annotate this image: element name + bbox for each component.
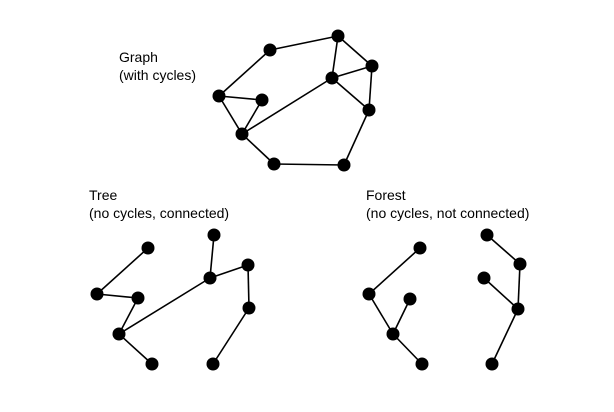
- graph-node-9: [267, 157, 281, 171]
- tree-node-9: [206, 357, 220, 371]
- graph-edge-10: [218, 49, 271, 97]
- graph-edge-3: [331, 65, 373, 79]
- tree-title: Tree: [89, 187, 118, 203]
- forest-node-6: [513, 257, 527, 271]
- tree-node-7: [241, 258, 255, 272]
- graph-edge-9: [241, 77, 333, 135]
- forest-subtitle: (no cycles, not connected): [366, 205, 530, 221]
- forest-edge-6: [483, 277, 519, 310]
- tree-subtitle: (no cycles, connected): [89, 205, 230, 221]
- forest-edge-5: [517, 263, 521, 310]
- forest-label: Forest (no cycles, not connected): [366, 186, 529, 222]
- graph-node-3: [325, 71, 339, 85]
- forest-node-4: [415, 357, 429, 371]
- tree-edge-3: [118, 333, 153, 365]
- forest-node-2: [403, 292, 417, 306]
- tree-node-4: [145, 357, 159, 371]
- graph-node-4: [212, 89, 226, 103]
- graph-edge-13: [241, 99, 263, 135]
- graph-node-8: [337, 158, 351, 172]
- tree-node-5: [207, 228, 221, 242]
- tree-edge-8: [212, 307, 250, 365]
- graph-edge-7: [273, 163, 345, 166]
- tree-node-3: [112, 327, 126, 341]
- graph-edge-4: [368, 65, 373, 111]
- tree-node-6: [203, 271, 217, 285]
- graph-node-0: [263, 43, 277, 57]
- graph-edge-8: [241, 133, 275, 165]
- graph-node-1: [331, 29, 345, 43]
- forest-node-5: [480, 228, 494, 242]
- tree-node-1: [90, 287, 104, 301]
- graph-edge-1: [337, 35, 373, 67]
- forest-edge-1: [368, 293, 394, 335]
- tree-edge-7: [247, 264, 250, 309]
- forest-node-8: [511, 302, 525, 316]
- graph-edge-0: [269, 35, 339, 51]
- graph-edge-12: [218, 95, 263, 101]
- forest-node-7: [477, 271, 491, 285]
- forest-node-3: [386, 327, 400, 341]
- forest-node-1: [362, 287, 376, 301]
- graph-edge-2: [331, 35, 339, 79]
- edges-layer: [96, 35, 521, 365]
- tree-edge-2: [118, 297, 139, 335]
- forest-title: Forest: [366, 187, 406, 203]
- forest-edge-0: [368, 247, 421, 295]
- graph-node-2: [365, 59, 379, 73]
- graph-node-7: [362, 103, 376, 117]
- graph-edge-11: [218, 95, 243, 135]
- tree-label: Tree (no cycles, connected): [89, 186, 229, 222]
- forest-node-9: [485, 357, 499, 371]
- tree-node-0: [141, 241, 155, 255]
- forest-edge-4: [486, 234, 521, 265]
- forest-node-0: [413, 241, 427, 255]
- graph-node-5: [255, 93, 269, 107]
- tree-node-2: [131, 291, 145, 305]
- tree-edge-5: [209, 234, 215, 279]
- graph-subtitle: (with cycles): [119, 67, 197, 83]
- tree-edge-0: [96, 247, 149, 295]
- tree-edge-6: [209, 264, 249, 279]
- graph-edge-6: [343, 109, 370, 166]
- forest-edge-3: [392, 333, 423, 365]
- graph-label: Graph (with cycles): [119, 48, 196, 84]
- nodes-layer: [90, 29, 527, 371]
- graph-edge-5: [331, 77, 370, 111]
- tree-node-8: [242, 301, 256, 315]
- graph-node-6: [235, 127, 249, 141]
- tree-edge-1: [96, 293, 139, 299]
- forest-edge-7: [491, 308, 519, 365]
- graph-title: Graph: [119, 49, 158, 65]
- tree-edge-4: [118, 277, 211, 335]
